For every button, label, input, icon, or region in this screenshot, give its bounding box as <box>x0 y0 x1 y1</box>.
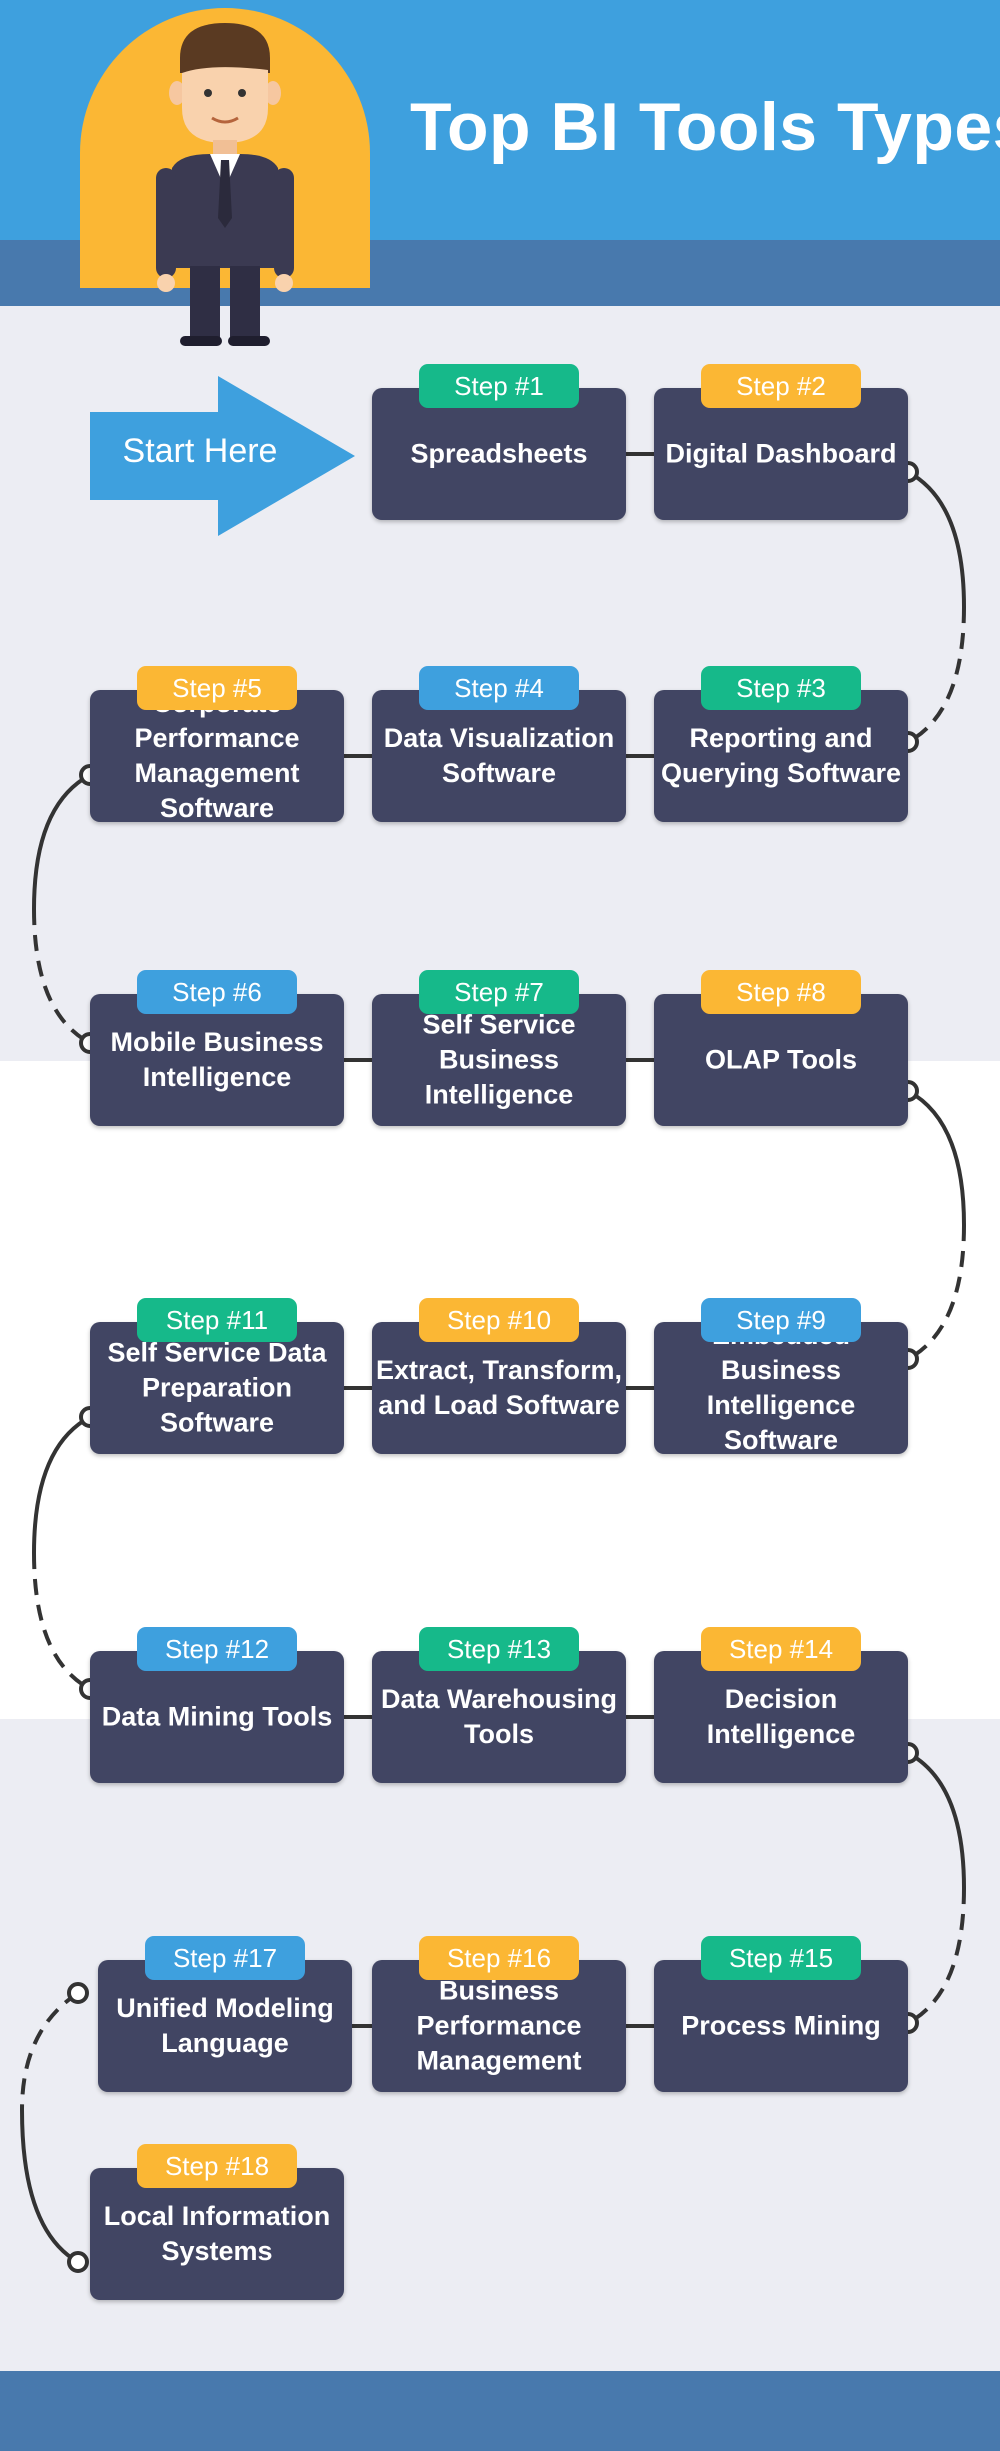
step-card-4: Data Visualization Software <box>372 690 626 822</box>
step-card-14: Decision Intelligence <box>654 1651 908 1783</box>
step-badge-2: Step #2 <box>701 364 861 408</box>
step-card-17: Unified Modeling Language <box>98 1960 352 2092</box>
step-card-13: Data Warehousing Tools <box>372 1651 626 1783</box>
step-badge-18: Step #18 <box>137 2144 297 2188</box>
step-card-1: Spreadsheets <box>372 388 626 520</box>
step-badge-4: Step #4 <box>419 666 579 710</box>
step-card-12: Data Mining Tools <box>90 1651 344 1783</box>
step-label: Local Information Systems <box>103 2201 331 2266</box>
right-curve <box>907 1751 966 1889</box>
left-curve-dashed <box>20 1991 80 2111</box>
step-label: Business Performance Management <box>416 1975 582 2076</box>
step-card-16: Business Performance Management <box>372 1960 626 2092</box>
start-label: Start Here <box>122 432 278 470</box>
step-badge-16: Step #16 <box>419 1936 579 1980</box>
step-badge-8: Step #8 <box>701 970 861 1014</box>
step-label: Self Service Data Preparation Software <box>107 1337 327 1438</box>
step-badge-14: Step #14 <box>701 1627 861 1671</box>
step-badge-3: Step #3 <box>701 666 861 710</box>
start-arrow <box>90 376 355 536</box>
step-card-18: Local Information Systems <box>90 2168 344 2300</box>
step-label: Data Warehousing Tools <box>380 1684 618 1749</box>
step-card-2: Digital Dashboard <box>654 388 908 520</box>
step-badge-11: Step #11 <box>137 1298 297 1342</box>
step-badge-9: Step #9 <box>701 1298 861 1342</box>
step-card-7: Self Service Business Intelligence <box>372 994 626 1126</box>
step-label: Digital Dashboard <box>665 438 897 469</box>
step-badge-13: Step #13 <box>419 1627 579 1671</box>
step-badge-5: Step #5 <box>137 666 297 710</box>
step-badge-10: Step #10 <box>419 1298 579 1342</box>
step-card-11: Self Service Data Preparation Software <box>90 1322 344 1454</box>
left-curve-dashed <box>32 1552 91 1691</box>
step-badge-7: Step #7 <box>419 970 579 1014</box>
businessman-illustration <box>156 23 294 346</box>
step-badge-12: Step #12 <box>137 1627 297 1671</box>
step-label: Self Service Business Intelligence <box>422 1009 576 1110</box>
step-badge-6: Step #6 <box>137 970 297 1014</box>
right-curve <box>907 1089 966 1226</box>
step-label: Spreadsheets <box>410 438 588 469</box>
step-card-8: OLAP Tools <box>654 994 908 1126</box>
right-curve <box>907 470 966 608</box>
left-curve-dashed <box>32 908 91 1045</box>
left-curve <box>32 773 91 910</box>
step-label: Decision Intelligence <box>706 1684 856 1749</box>
step-badge-1: Step #1 <box>419 364 579 408</box>
step-label: Data Mining Tools <box>101 1701 333 1732</box>
step-label: Unified Modeling Language <box>116 1993 334 2058</box>
step-label: Reporting and Querying Software <box>660 723 902 788</box>
right-curve-dashed <box>907 1887 966 2025</box>
step-card-6: Mobile Business Intelligence <box>90 994 344 1126</box>
step-label: OLAP Tools <box>704 1044 857 1075</box>
left-curve <box>32 1415 91 1554</box>
page-title: Top BI Tools Types <box>410 89 1000 165</box>
connector-dot <box>67 2251 89 2273</box>
step-card-15: Process Mining <box>654 1960 908 2092</box>
step-label: Extract, Transform, and Load Software <box>375 1355 623 1420</box>
right-curve-dashed <box>907 1224 966 1361</box>
step-badge-15: Step #15 <box>701 1936 861 1980</box>
step-label: Mobile Business Intelligence <box>110 1027 324 1092</box>
step-card-10: Extract, Transform, and Load Software <box>372 1322 626 1454</box>
connector-dot <box>67 1982 89 2004</box>
step-badge-17: Step #17 <box>145 1936 305 1980</box>
step-label: Process Mining <box>681 2010 881 2041</box>
left-curve <box>20 2109 79 2264</box>
footer-bar <box>0 2371 1000 2451</box>
step-card-3: Reporting and Querying Software <box>654 690 908 822</box>
step-label: Data Visualization Software <box>383 723 615 788</box>
right-curve-dashed <box>907 606 966 744</box>
